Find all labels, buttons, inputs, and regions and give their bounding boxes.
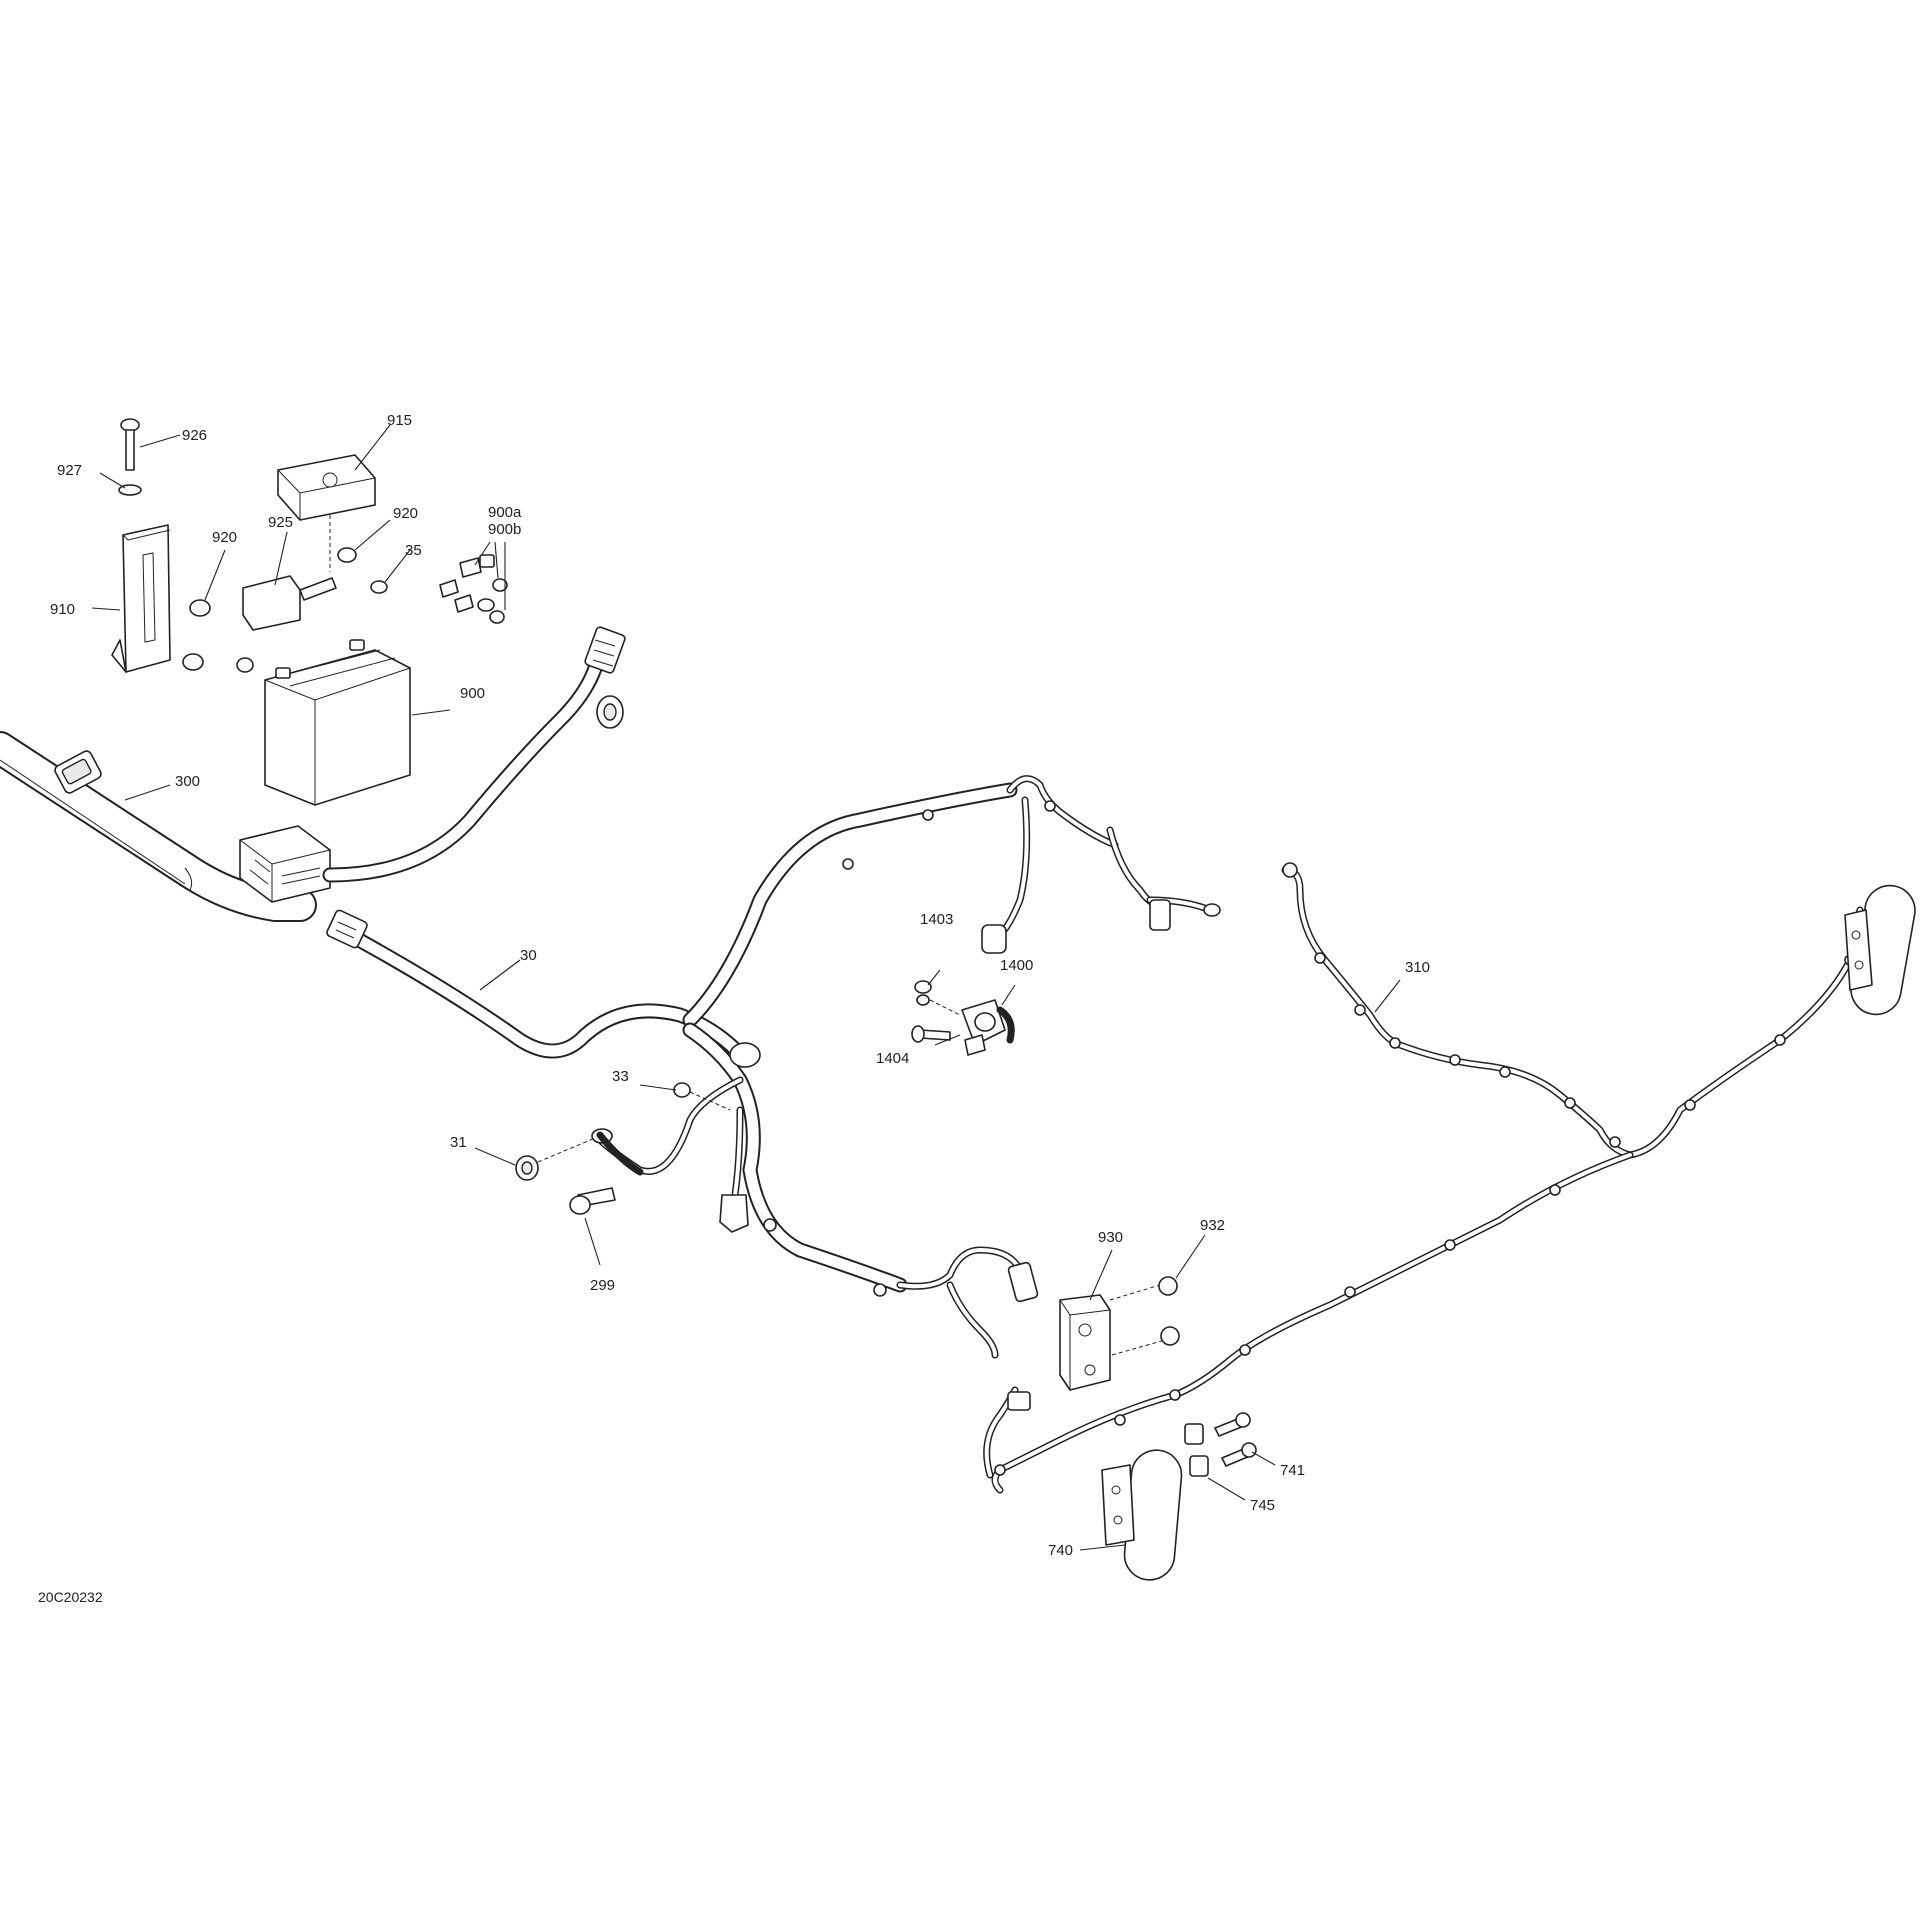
module-930 [1059,1284,1166,1391]
callout-910: 910 [50,601,75,618]
leader-lines [91,424,1401,1551]
fuse-box [239,825,331,903]
callout-930: 930 [1098,1229,1123,1246]
terminal-kit-900 [439,554,508,624]
harness-center [682,775,1221,1028]
callout-labels: 926 927 915 920 920 925 35 900a 900b 910… [50,412,1430,1559]
harness-310 [983,862,1864,1494]
ground-cable-31 [515,1131,644,1181]
bolt-926 [120,418,140,471]
drawing-code: 20C20232 [38,1589,103,1605]
bolt-1404 [911,1025,951,1043]
callout-300: 300 [175,773,200,790]
callout-31: 31 [450,1134,467,1151]
callout-741: 741 [1280,1462,1305,1479]
callout-1403: 1403 [920,911,953,928]
callout-740: 740 [1048,1542,1073,1559]
screw-1403 [914,980,961,1016]
nut-35 [370,580,388,594]
nut-920-b [329,515,357,572]
callout-900: 900 [460,685,485,702]
nut-920-a [182,599,254,673]
callout-30: 30 [520,947,537,964]
callout-310: 310 [1405,959,1430,976]
callout-932: 932 [1200,1217,1225,1234]
clips-745 [1184,1423,1209,1477]
callout-915: 915 [387,412,412,429]
nuts-932 [1158,1276,1180,1346]
callout-1404: 1404 [876,1050,909,1067]
callout-920-left: 920 [212,529,237,546]
harness-branch-upper [322,626,626,883]
callout-35: 35 [405,542,422,559]
bracket-910 [111,524,171,673]
callout-1400: 1400 [1000,957,1033,974]
screws-741 [1214,1412,1257,1467]
sensor-1400 [961,999,1015,1056]
rear-light-right [1844,884,1916,1016]
sensor-299 [569,1187,616,1215]
callout-925: 925 [268,514,293,531]
callout-745: 745 [1250,1497,1275,1514]
terminal-925 [242,575,337,631]
harness-30 [326,909,753,1068]
callout-920-right: 920 [393,505,418,522]
harness-lower [591,1022,1039,1359]
callout-900a: 900a [488,504,522,521]
callout-900b: 900b [488,521,521,538]
rear-light-740 [1101,1449,1183,1581]
terminal-cover-915 [277,454,376,521]
callout-299: 299 [590,1277,615,1294]
callout-926: 926 [182,427,207,444]
callout-927: 927 [57,462,82,479]
callout-33: 33 [612,1068,629,1085]
battery-900 [264,639,411,806]
main-harness-300 [0,731,317,922]
